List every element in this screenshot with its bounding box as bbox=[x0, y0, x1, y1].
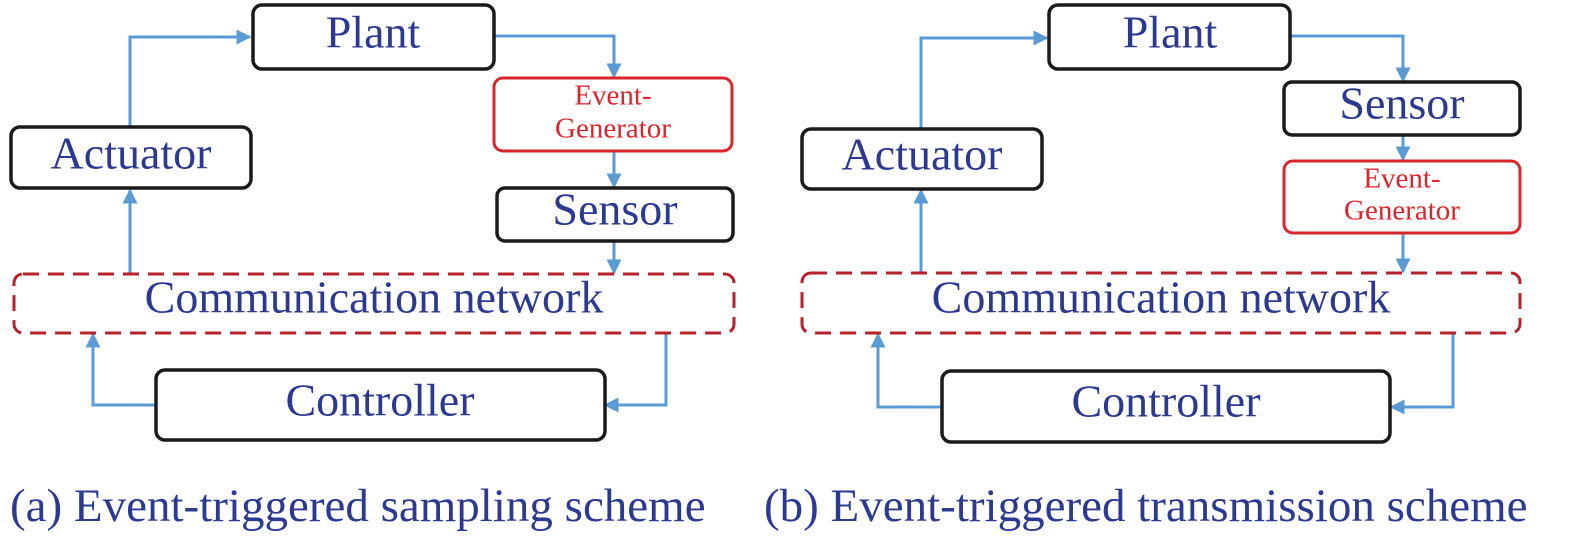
caption-b: (b) Event-triggered transmission scheme bbox=[764, 480, 1528, 532]
actuator-box bbox=[9, 125, 253, 190]
event-generator-label-line2: Generator bbox=[1344, 195, 1460, 227]
controller-box bbox=[154, 368, 607, 442]
plant-box bbox=[1047, 3, 1292, 71]
sensor-label: Sensor bbox=[552, 184, 677, 235]
arrow-controller-to-network bbox=[870, 332, 942, 409]
event-generator-label-line2: Generator bbox=[555, 113, 671, 145]
arrow-plant-to-sensor bbox=[1291, 34, 1411, 83]
actuator-label: Actuator bbox=[842, 129, 1003, 180]
communication-network-label: Communication network bbox=[145, 272, 604, 323]
arrow-controller-to-network bbox=[85, 332, 156, 407]
arrow-network-to-controller bbox=[1389, 334, 1455, 415]
controller-label: Controller bbox=[285, 375, 474, 426]
plant-label: Plant bbox=[326, 7, 421, 58]
sensor-box bbox=[1282, 80, 1522, 137]
event-generator-box bbox=[492, 76, 734, 153]
arrow-actuator-to-plant bbox=[919, 30, 1049, 129]
communication-network-label: Communication network bbox=[932, 272, 1391, 323]
communication-network-box bbox=[800, 271, 1522, 335]
sensor-label: Sensor bbox=[1339, 78, 1464, 129]
sensor-box bbox=[495, 186, 735, 243]
diagram-b: Plant Sensor Event- Generator Actuator C… bbox=[764, 3, 1528, 532]
arrow-plant-to-event-generator bbox=[494, 34, 622, 79]
event-generator-box bbox=[1282, 159, 1522, 235]
arrow-actuator-to-plant bbox=[128, 29, 252, 127]
caption-a: (a) Event-triggered sampling scheme bbox=[10, 480, 706, 532]
communication-network-box bbox=[12, 272, 736, 335]
diagram-a: Plant Event- Generator Sensor Actuator C… bbox=[9, 3, 736, 532]
plant-box bbox=[251, 3, 496, 71]
actuator-box bbox=[800, 127, 1044, 191]
event-generator-label-line1: Event- bbox=[1363, 163, 1440, 195]
controller-box bbox=[940, 369, 1392, 444]
plant-label: Plant bbox=[1123, 7, 1218, 58]
arrow-network-to-controller bbox=[603, 334, 668, 413]
actuator-label: Actuator bbox=[51, 128, 212, 179]
event-generator-label-line1: Event- bbox=[574, 80, 651, 112]
controller-label: Controller bbox=[1071, 376, 1260, 427]
